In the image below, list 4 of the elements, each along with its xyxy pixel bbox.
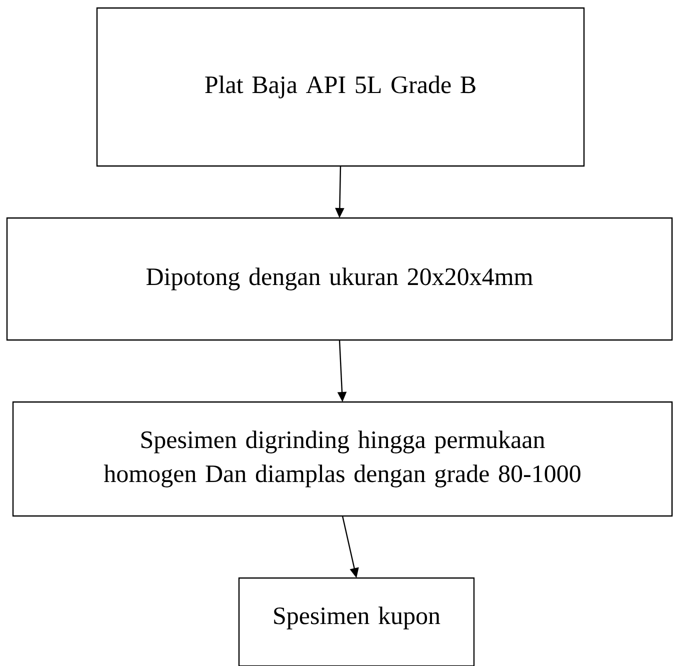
process-box: Spesimen digrinding hingga permukaan homogen Dan diamplas dengan grade 80-1000 [12, 401, 673, 517]
process-box: Spesimen kupon [238, 577, 475, 666]
process-box: Dipotong dengan ukuran 20x20x4mm [6, 217, 673, 341]
process-box: Plat Baja API 5L Grade B [96, 7, 585, 167]
